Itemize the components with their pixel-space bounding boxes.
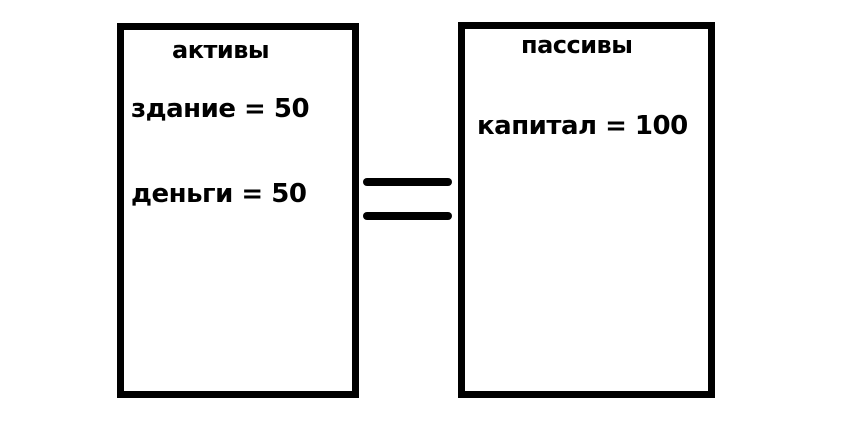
liabilities-item-capital: капитал = 100: [477, 111, 688, 141]
assets-title: активы: [172, 36, 270, 64]
liabilities-title: пассивы: [521, 31, 633, 59]
equals-sign-bottom-bar: [363, 212, 452, 220]
liabilities-box: [458, 22, 715, 398]
assets-item-money: деньги = 50: [131, 179, 307, 209]
assets-box: [117, 23, 359, 398]
equals-sign-top-bar: [363, 178, 452, 186]
assets-item-building: здание = 50: [131, 94, 310, 124]
